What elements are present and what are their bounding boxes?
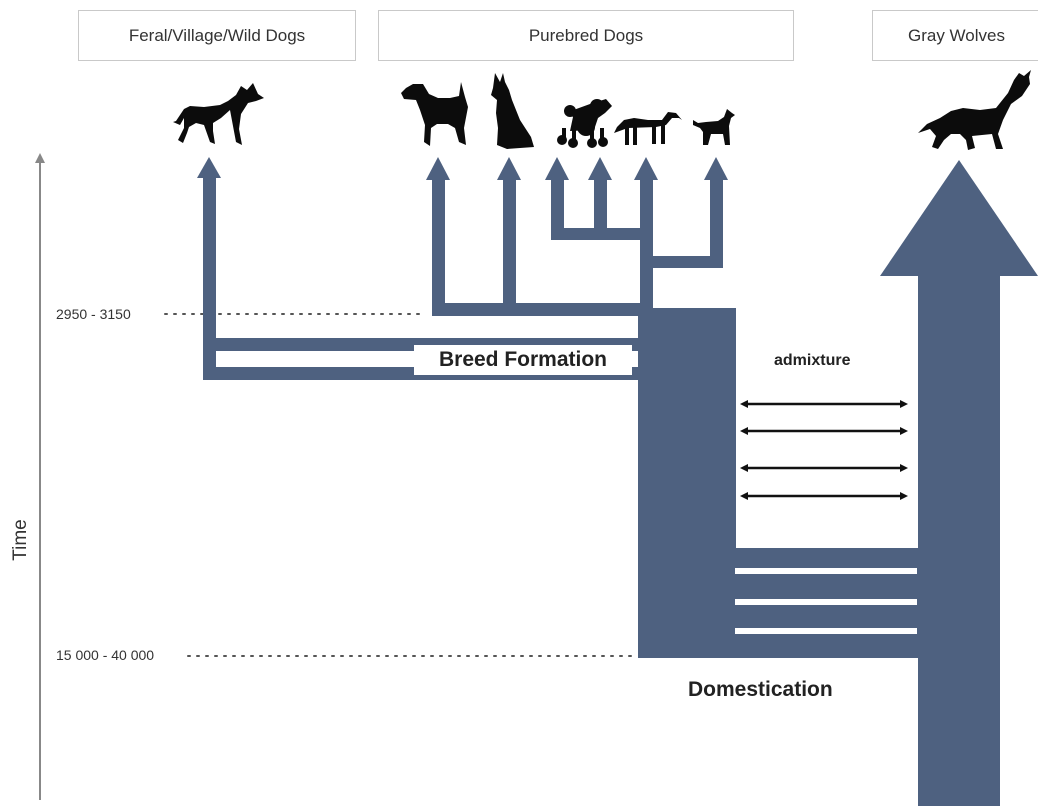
admixture-arrows [740, 400, 908, 500]
header-purebred-dogs: Purebred Dogs [378, 10, 794, 61]
admixture-label: admixture [774, 352, 851, 369]
era-label-recent: 2950 - 3150 [56, 306, 131, 322]
small-dog-icon [693, 109, 735, 145]
wolf-lineage-arrow [880, 160, 1038, 806]
header-gray-wolves: Gray Wolves [872, 10, 1038, 61]
header-feral-village-wild-dogs: Feral/Village/Wild Dogs [78, 10, 356, 61]
purebred-branches [426, 157, 728, 316]
breed-formation-label: Breed Formation [414, 345, 632, 375]
domestication-label: Domestication [688, 678, 833, 701]
poodle-icon [557, 99, 612, 148]
era-label-ancient: 15 000 - 40 000 [56, 647, 155, 663]
time-axis-label-text: Time [10, 519, 31, 561]
dachshund-icon [614, 112, 682, 145]
time-axis-label: Time [8, 510, 34, 570]
sitting-shepherd-icon [491, 73, 534, 149]
terrier-icon [401, 82, 468, 146]
howling-wolf-icon [918, 70, 1031, 150]
domestication-trunk [638, 308, 920, 658]
standing-dog-icon [173, 83, 264, 145]
